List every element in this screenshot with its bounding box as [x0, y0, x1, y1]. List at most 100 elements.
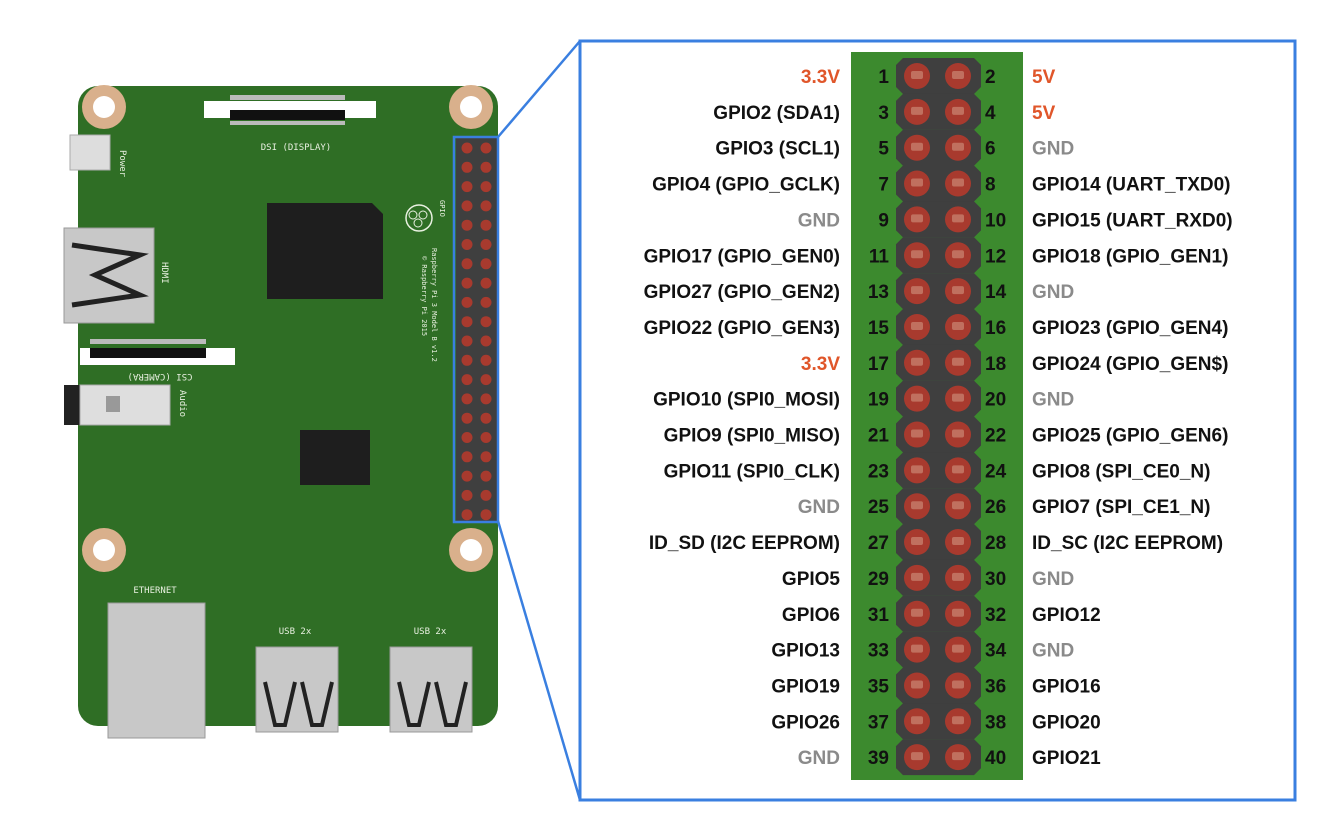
pin-number-left: 5	[878, 139, 889, 160]
pin-number-right: 34	[985, 641, 1007, 662]
pin-tip	[952, 752, 964, 761]
pin-number-left: 11	[869, 246, 890, 267]
pin-number-right: 14	[985, 282, 1007, 303]
pin-tip	[952, 572, 964, 581]
pin-label-right: GPIO23 (GPIO_GEN4)	[1032, 318, 1228, 339]
pin-tip	[911, 537, 923, 546]
ethernet-label: ETHERNET	[133, 586, 177, 596]
pin-number-right: 20	[985, 390, 1006, 411]
pin-number-left: 27	[868, 533, 889, 554]
pin-number-left: 1	[878, 67, 889, 88]
pin-label-left: GPIO19	[771, 676, 840, 697]
pin-label-left: GPIO5	[782, 569, 841, 590]
pin-label-right: GPIO21	[1032, 748, 1101, 769]
mini-pin	[480, 258, 492, 270]
pin-label-left: GPIO27 (GPIO_GEN2)	[644, 282, 840, 303]
pin-number-left: 31	[868, 605, 890, 626]
mini-pin	[480, 412, 492, 424]
pin-tip	[911, 644, 923, 653]
soc-chip	[267, 203, 383, 299]
pin-tip	[952, 286, 964, 295]
mini-pin	[480, 142, 492, 154]
pin-number-left: 25	[868, 497, 890, 518]
usb-port: USB 2x	[389, 627, 473, 733]
mini-pin	[480, 277, 492, 289]
dsi-connector: DSI (DISPLAY)	[204, 95, 376, 153]
mini-pin	[480, 296, 492, 308]
pin-number-left: 13	[868, 282, 889, 303]
pin-label-right: 5V	[1032, 103, 1056, 124]
pin-number-right: 22	[985, 426, 1006, 447]
mini-pin	[461, 509, 473, 521]
pin-tip	[952, 357, 964, 366]
csi-label: CSI (CAMERA)	[127, 371, 192, 381]
pin-label-right: 5V	[1032, 67, 1056, 88]
usb-label: USB 2x	[414, 627, 447, 637]
pin-tip	[952, 71, 964, 79]
gpio-label: GPIO	[438, 200, 446, 217]
pin-tip	[952, 608, 964, 617]
pin-label-right: ID_SC (I2C EEPROM)	[1032, 533, 1223, 554]
mini-pin	[461, 181, 473, 193]
pin-label-left: GPIO22 (GPIO_GEN3)	[644, 318, 840, 339]
pin-tip	[952, 644, 964, 653]
pin-tip	[911, 178, 923, 187]
mini-pin	[461, 142, 473, 154]
pin-tip	[911, 393, 923, 402]
mini-pin	[480, 181, 492, 193]
mini-pin	[480, 432, 492, 443]
mini-pin	[461, 316, 473, 328]
pin-tip	[952, 680, 964, 689]
pin-label-right: GPIO25 (GPIO_GEN6)	[1032, 426, 1228, 447]
pin-number-right: 8	[985, 175, 996, 196]
pin-tip	[952, 716, 964, 725]
pin-number-left: 19	[868, 390, 889, 411]
mini-pin	[480, 451, 492, 463]
pin-tip	[911, 286, 923, 295]
pin-tip	[911, 214, 923, 223]
pin-number-right: 40	[985, 748, 1006, 769]
mini-pin	[461, 277, 473, 289]
pin-number-left: 29	[868, 569, 889, 590]
usb-label: USB 2x	[279, 627, 312, 637]
mini-pin	[480, 509, 492, 521]
pin-tip	[911, 572, 923, 581]
mini-pin	[480, 335, 492, 347]
dsi-label: DSI (DISPLAY)	[261, 143, 331, 153]
mounting-hole	[82, 528, 126, 572]
pin-label-left: GPIO9 (SPI0_MISO)	[664, 426, 840, 447]
pin-number-right: 6	[985, 139, 996, 160]
pin-tip	[911, 71, 923, 79]
pin-tip	[911, 716, 923, 725]
pin-label-left: GPIO6	[782, 605, 840, 626]
mini-pin	[480, 489, 492, 501]
pin-label-left: 3.3V	[801, 67, 840, 88]
csi-connector: CSI (CAMERA)	[80, 339, 235, 381]
pin-label-left: GND	[798, 210, 840, 231]
model-text: Raspberry Pi 3 Model B v1.2	[430, 248, 438, 362]
mini-pin	[461, 354, 473, 366]
pin-label-right: GND	[1032, 390, 1074, 411]
mounting-hole	[449, 85, 493, 129]
mini-pin	[480, 374, 492, 386]
usb-port: USB 2x	[255, 627, 339, 733]
pin-label-left: 3.3V	[801, 354, 840, 375]
pin-number-left: 23	[868, 461, 889, 482]
mini-pin	[461, 393, 473, 405]
pin-label-left: GPIO4 (GPIO_GCLK)	[652, 175, 840, 196]
pin-tip	[952, 214, 964, 223]
pin-tip	[911, 752, 923, 761]
